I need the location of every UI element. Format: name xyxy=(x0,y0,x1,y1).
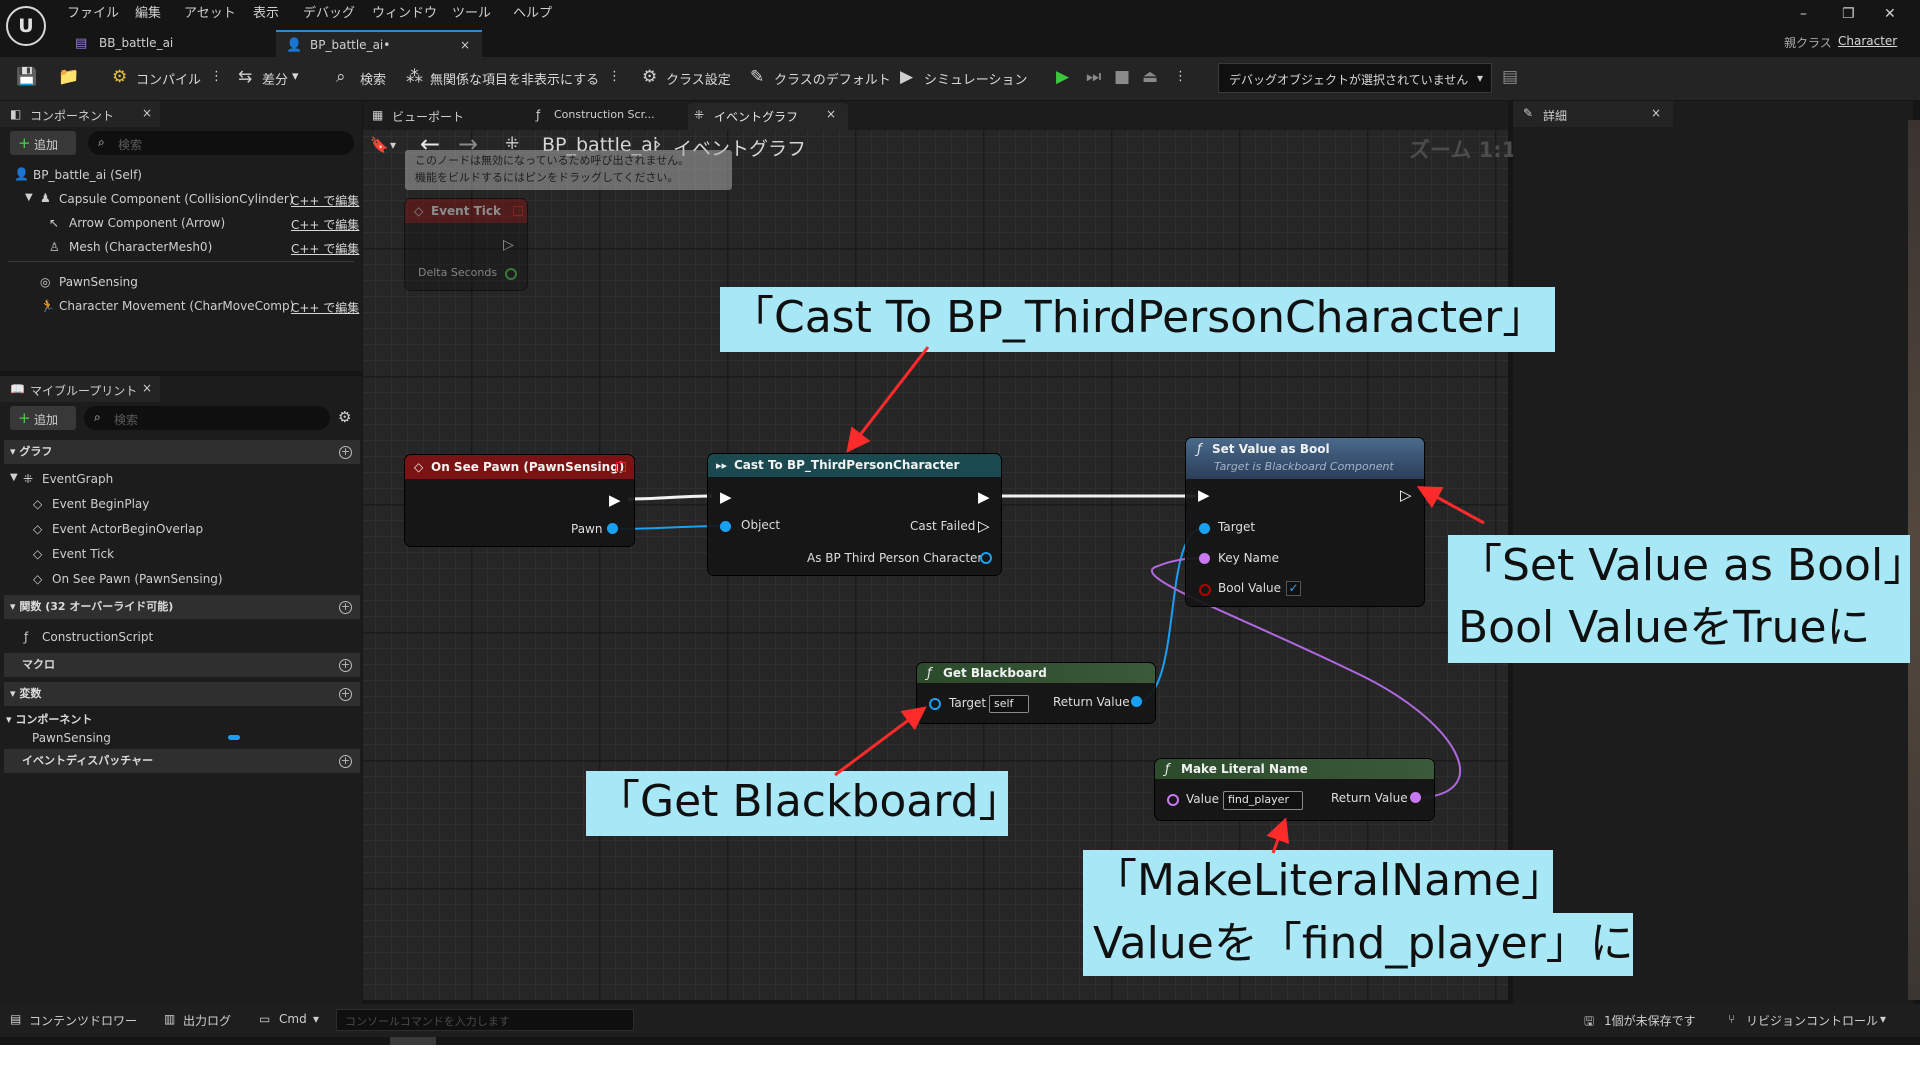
annotation-arrows xyxy=(0,0,1920,1045)
arrow-to-make-literal-node xyxy=(1273,823,1284,853)
arrow-to-cast-node xyxy=(850,347,928,448)
arrow-to-set-value-node xyxy=(1422,489,1484,523)
unreal-editor-window: U ファイル 編集 アセット 表示 デバッグ ウィンドウ ツール ヘルプ ▤ B… xyxy=(0,0,1920,1045)
arrow-to-get-blackboard-node xyxy=(835,710,922,775)
